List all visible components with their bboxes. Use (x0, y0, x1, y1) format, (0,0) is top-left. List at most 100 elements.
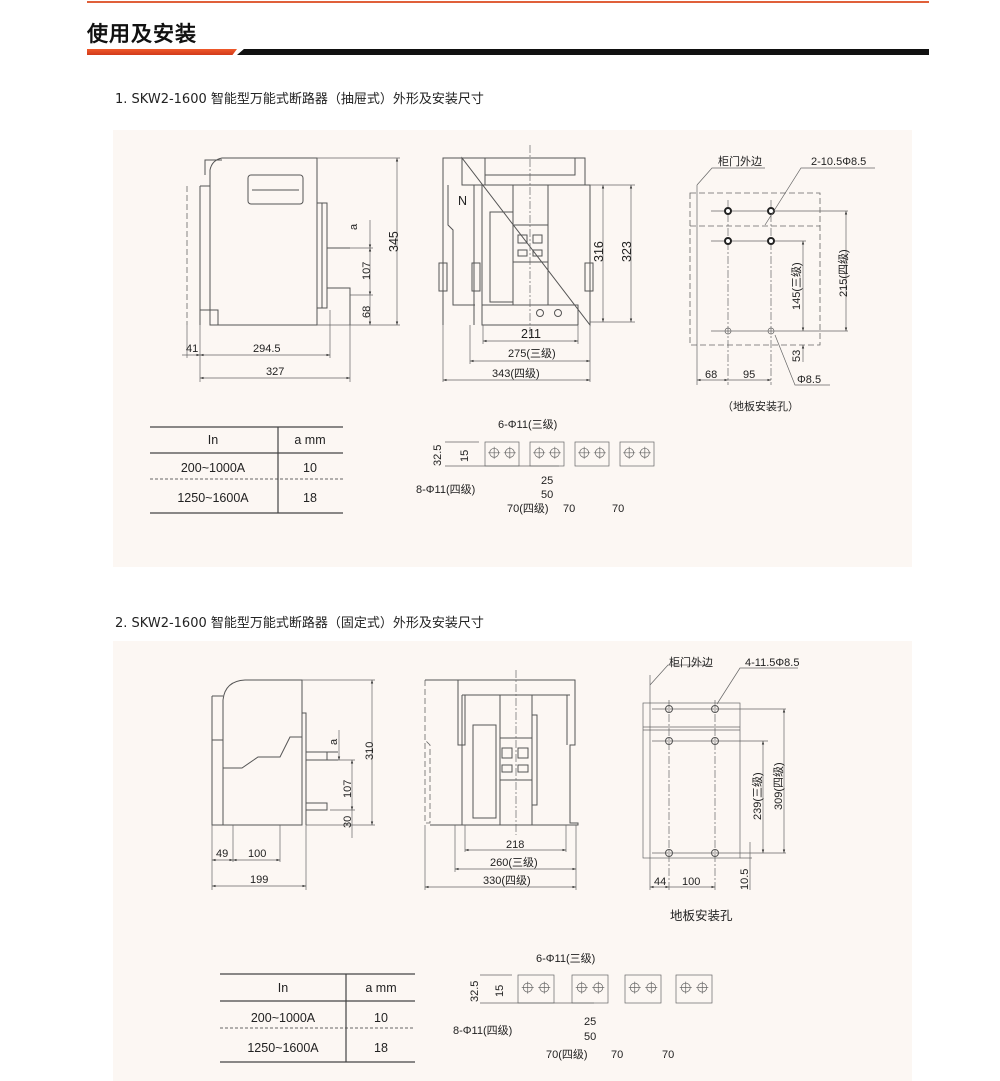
dim-phi: Φ8.5 (797, 374, 821, 386)
door-edge-label: 柜门外边 (669, 655, 713, 669)
s1-floor-holes: 柜门外边 2-10.5Φ8.5 215(四级) 145(三级) 53 68 95… (689, 154, 875, 413)
dim-10-5: 10.5 (739, 869, 751, 890)
dim-343: 343(四级) (492, 367, 540, 380)
dim-70: 70 (563, 503, 575, 515)
table-cell: 18 (374, 1041, 388, 1055)
holes3-label: 6-Φ11(三级) (498, 418, 557, 431)
s2-front-view: 218 260(三级) 330(四级) (424, 670, 579, 890)
busbar-pad (675, 974, 713, 1004)
hole-crosshair (533, 446, 546, 459)
dim-32-5: 32.5 (432, 445, 444, 466)
dim-294-5: 294.5 (253, 343, 281, 355)
s2-side-view: a 310 107 30 49 100 199 (211, 679, 376, 890)
dim-49: 49 (216, 848, 228, 860)
dim-145: 145(三级) (790, 262, 803, 310)
dim-316: 316 (592, 241, 606, 262)
hole-crosshair (679, 981, 692, 994)
dim-211: 211 (521, 327, 541, 341)
dim-50: 50 (541, 489, 553, 501)
floor-caption: （地板安装孔） (722, 399, 799, 413)
hole-crosshair (538, 981, 551, 994)
dim-50: 50 (584, 1031, 596, 1043)
dim-260: 260(三级) (490, 856, 538, 869)
dim-327: 327 (266, 366, 284, 378)
hole-crosshair (521, 981, 534, 994)
page-title: 使用及安装 (87, 22, 197, 46)
dim-345: 345 (387, 231, 401, 252)
hole-crosshair (696, 981, 709, 994)
dim-95: 95 (743, 369, 755, 381)
section1-title: 1. SKW2-1600 智能型万能式断路器（抽屉式）外形及安装尺寸 (115, 92, 484, 107)
table-cell: 200~1000A (251, 1011, 316, 1025)
dim-107: 107 (342, 780, 354, 798)
table-header-in: In (278, 981, 288, 995)
dim-310: 310 (364, 742, 376, 760)
table-cell: 1250~1600A (247, 1041, 319, 1055)
table-cell: 1250~1600A (177, 491, 249, 505)
dim-215: 215(四级) (837, 249, 850, 297)
dim-44: 44 (654, 876, 666, 888)
dim-70: 70 (611, 1049, 623, 1061)
dim-239: 239(三级) (751, 772, 764, 820)
table-header-a: a mm (294, 433, 325, 447)
dimension-line (480, 974, 594, 1004)
s2-a-table: In a mm 200~1000A 10 1250~1600A 18 (220, 973, 415, 1063)
hole-crosshair (503, 446, 516, 459)
dim-68: 68 (361, 306, 373, 318)
holes-label: 4-11.5Φ8.5 (745, 657, 799, 669)
hole-crosshair (548, 446, 561, 459)
dim-15: 15 (459, 450, 471, 462)
table-cell: 10 (374, 1011, 388, 1025)
dim-100: 100 (248, 848, 266, 860)
dim-25: 25 (541, 475, 553, 487)
hole-crosshair (575, 981, 588, 994)
s2-floor-holes: 柜门外边 4-11.5Φ8.5 309(四级) 239(三级) 10.5 44 … (642, 655, 799, 923)
dim-70: 70 (662, 1049, 674, 1061)
dim-323: 323 (620, 241, 634, 262)
floor-caption: 地板安装孔 (670, 908, 733, 923)
pole-n-label: N (458, 194, 467, 208)
title-underline-accent (87, 49, 237, 55)
dim-275: 275(三级) (508, 347, 556, 360)
dim-70-4p: 70(四级) (507, 502, 549, 515)
busbar-pad (619, 441, 655, 467)
dim-a: a (348, 223, 360, 230)
hole-crosshair (578, 446, 591, 459)
dim-32-5: 32.5 (469, 981, 481, 1002)
hole-crosshair (638, 446, 651, 459)
busbar-pad (574, 441, 610, 467)
holes4-label: 8-Φ11(四级) (416, 483, 475, 496)
s1-front-view: N 316 323 211 275(三级) 343(四级) (438, 145, 635, 382)
dim-309: 309(四级) (772, 762, 785, 810)
dimension-line (445, 441, 559, 467)
dim-53: 53 (791, 350, 803, 362)
hole-crosshair (488, 446, 501, 459)
holes4-label: 8-Φ11(四级) (453, 1024, 512, 1037)
dim-30: 30 (342, 816, 354, 828)
section2-title: 2. SKW2-1600 智能型万能式断路器（固定式）外形及安装尺寸 (115, 616, 484, 631)
holes-label: 2-10.5Φ8.5 (811, 156, 866, 168)
s1-busbar (445, 441, 655, 467)
hole-crosshair (628, 981, 641, 994)
busbar-pad (624, 974, 662, 1004)
dim-41: 41 (186, 343, 198, 355)
table-cell: 10 (303, 461, 317, 475)
table-cell: 200~1000A (181, 461, 246, 475)
dim-100: 100 (682, 876, 700, 888)
table-header-a: a mm (365, 981, 396, 995)
dim-a: a (328, 738, 340, 745)
table-cell: 18 (303, 491, 317, 505)
table-header-in: In (208, 433, 218, 447)
door-edge-label: 柜门外边 (718, 154, 762, 168)
title-underline (237, 49, 929, 55)
dim-15: 15 (494, 985, 506, 997)
hole-crosshair (645, 981, 658, 994)
s1-a-table: In a mm 200~1000A 10 1250~1600A 18 (150, 426, 343, 514)
s1-side-view: a 345 107 68 41 294.5 327 (182, 157, 401, 382)
dim-25: 25 (584, 1016, 596, 1028)
dim-107: 107 (361, 262, 373, 280)
dim-68: 68 (705, 369, 717, 381)
holes3-label: 6-Φ11(三级) (536, 952, 595, 965)
